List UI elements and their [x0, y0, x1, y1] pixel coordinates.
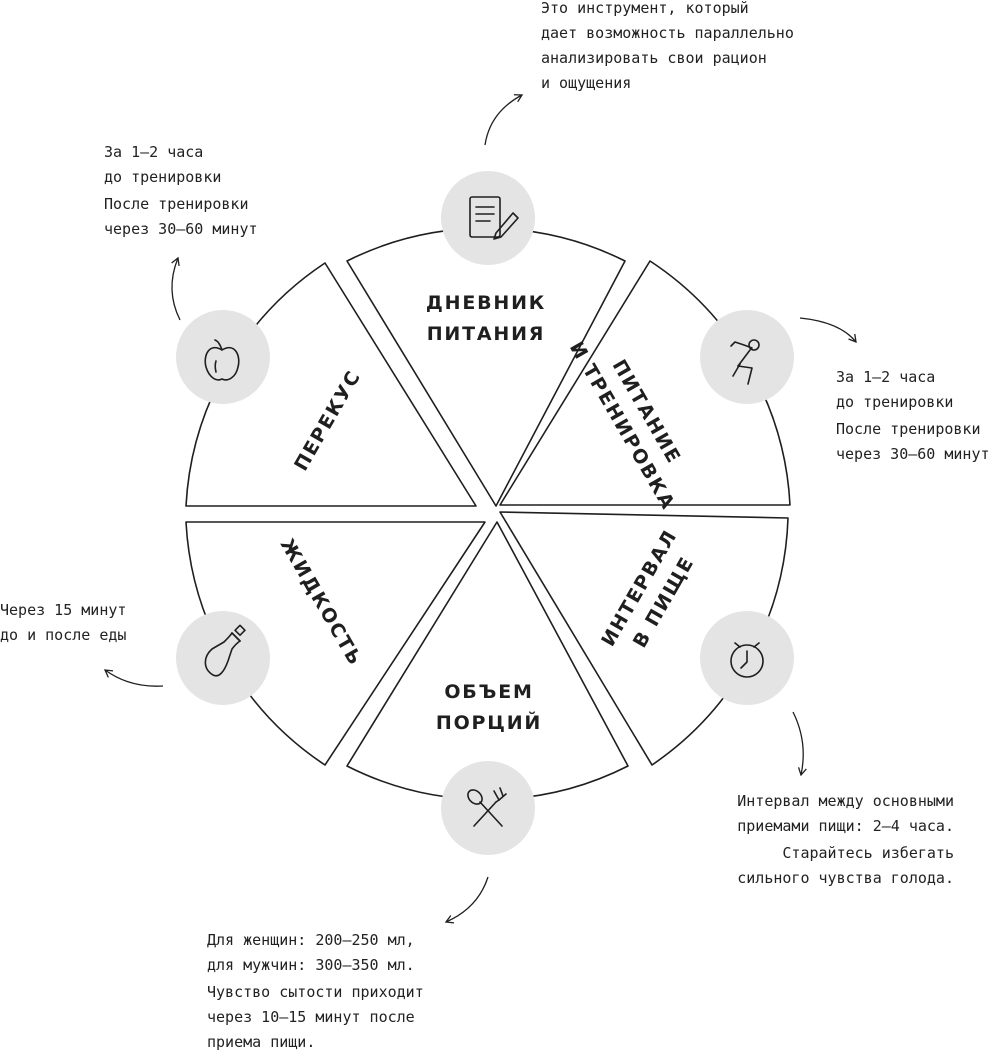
note-fluid: Через 15 минут до и после еды	[0, 598, 126, 648]
squat-person-icon	[730, 339, 760, 385]
diary-label-line1: ДНЕВНИК	[426, 292, 546, 314]
clock-icon	[730, 642, 764, 678]
note-diary: Это инструмент, который дает возможность…	[541, 0, 794, 96]
snack-icon-circle	[176, 310, 270, 404]
note-diary-text: Это инструмент, который дает возможность…	[541, 0, 794, 92]
note-interval: Интервал между основными приемами пищи: …	[690, 789, 954, 891]
icons	[204, 196, 764, 827]
note-training: За 1–2 часа до тренировки После трениров…	[836, 365, 990, 467]
training-icon-circle	[700, 310, 794, 404]
portion-label-line1: ОБЪЕМ	[444, 681, 533, 703]
note-portion-p1: Для женщин: 200–250 мл, для мужчин: 300–…	[207, 931, 415, 974]
arrow-interval	[792, 711, 807, 777]
fluid-icon-circle	[176, 611, 270, 705]
note-interval-p2: Старайтесь избегать сильного чувства гол…	[737, 844, 954, 887]
note-training-p2: После тренировки через 30–60 минут	[836, 420, 990, 463]
note-snack-p1: За 1–2 часа до тренировки	[104, 143, 222, 186]
arrow-fluid	[103, 669, 164, 687]
bottle-icon	[204, 624, 246, 677]
note-interval-p1: Интервал между основными приемами пищи: …	[737, 792, 954, 835]
apple-icon	[204, 339, 240, 381]
portion-icon-circle	[441, 761, 535, 855]
note-portion: Для женщин: 200–250 мл, для мужчин: 300–…	[207, 928, 424, 1053]
arrow-portion	[444, 876, 489, 924]
pie-segments	[185, 227, 791, 801]
notepad-pencil-icon	[469, 196, 519, 240]
portion-label-line2: ПОРЦИЙ	[436, 711, 542, 734]
diary-label-line2: ПИТАНИЯ	[427, 323, 546, 345]
fork-spoon-icon	[467, 787, 507, 827]
note-fluid-text: Через 15 минут до и после еды	[0, 601, 127, 644]
note-portion-p2: Чувство сытости приходит через 10–15 мин…	[207, 983, 424, 1051]
arrow-training	[799, 317, 857, 344]
diary-icon-circle	[441, 171, 535, 265]
arrow-snack	[171, 256, 181, 321]
arrow-diary	[484, 94, 524, 146]
note-snack: За 1–2 часа до тренировки После трениров…	[104, 140, 258, 242]
connector-arrows	[103, 94, 857, 924]
note-snack-p2: После тренировки через 30–60 минут	[104, 195, 258, 238]
icon-circles	[176, 171, 794, 855]
note-training-p1: За 1–2 часа до тренировки	[836, 368, 954, 411]
